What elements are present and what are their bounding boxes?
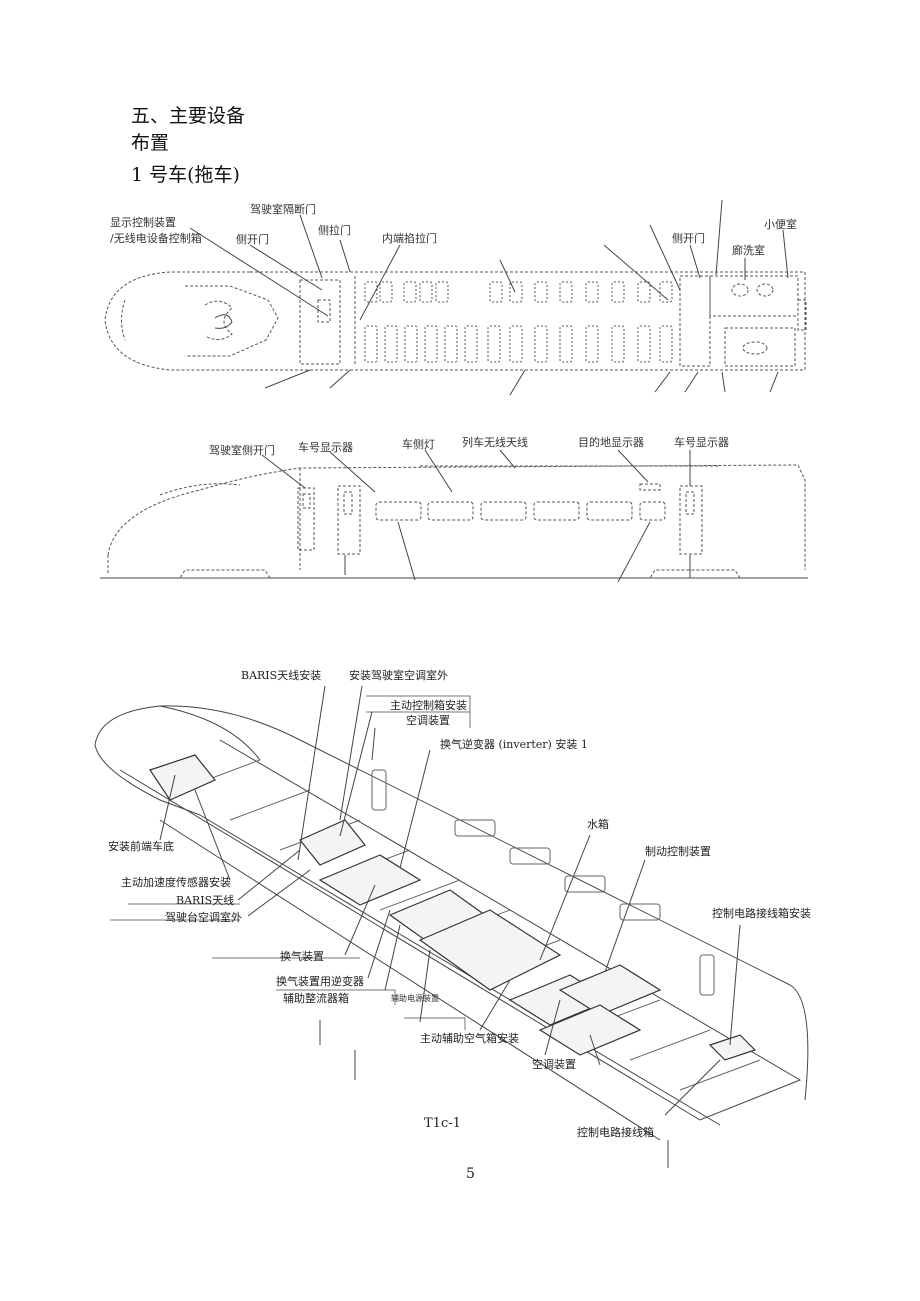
label-ac-unit-top: 空调装置	[406, 714, 450, 727]
label-accel-sensor: 主动加速度传感器安装	[121, 876, 231, 889]
iso-equipment	[149, 754, 757, 1061]
label-main-control-box-install: 主动控制箱安装	[390, 699, 467, 712]
label-destination-display: 目的地显示器	[578, 436, 644, 449]
car-heading: 1 号车(拖车)	[131, 164, 240, 186]
label-vent-inverter: 换气装置用逆变器	[276, 975, 364, 988]
label-cab-partition-door: 驾驶室隔断门	[250, 203, 316, 216]
label-baris-antenna: BARIS天线	[176, 894, 235, 907]
label-vent-inverter-install: 换气逆变器 (inverter) 安装 1	[440, 738, 588, 751]
label-baris-antenna-install: BARIS天线安装	[241, 669, 322, 682]
section-heading-continued: 布置	[131, 132, 170, 154]
figure-caption: T1c-1	[424, 1116, 461, 1131]
label-main-aux-air-box: 主动辅助空气箱安装	[420, 1032, 519, 1045]
seat-rows-lower	[364, 325, 673, 363]
label-car-number-display-2: 车号显示器	[674, 436, 729, 449]
label-side-light: 车侧灯	[402, 438, 435, 451]
label-front-underframe: 安装前端车底	[108, 840, 174, 853]
section-heading: 五、主要设备	[131, 105, 246, 127]
label-vent-unit: 换气装置	[280, 950, 324, 963]
label-inner-slide-door: 内端掐拉门	[382, 232, 437, 245]
label-water-tank: 水箱	[587, 818, 609, 831]
label-ctrl-circuit-box-install: 控制电路接线箱安装	[712, 907, 811, 920]
label-washroom: 廊洗室	[732, 244, 765, 257]
label-side-door-right: 侧开门	[672, 232, 705, 245]
label-train-radio-antenna: 列车无线天线	[462, 436, 528, 449]
label-car-number-display-1: 车号显示器	[298, 441, 353, 454]
label-side-slide-door: 侧拉门	[318, 224, 351, 237]
label-brake-control: 制动控制装置	[645, 845, 711, 858]
label-cab-side-door: 驾驶室侧开门	[209, 444, 275, 457]
label-cab-ac-outdoor: 驾驶台空调室外	[165, 911, 242, 924]
label-aux-rectifier: 辅助整流器箱	[283, 992, 349, 1005]
page-number: 5	[466, 1166, 475, 1182]
label-urinal: 小便室	[764, 218, 797, 231]
iso-windows	[371, 769, 715, 996]
label-cab-ac-outdoor-install: 安装驾驶室空调室外	[349, 669, 448, 682]
label-display-control: 显示控制装置	[110, 216, 176, 229]
label-aux-power: 辅助电源装置	[391, 994, 439, 1003]
label-side-door-left: 侧开门	[236, 233, 269, 246]
label-ctrl-circuit-box: 控制电路接线箱	[577, 1126, 654, 1139]
label-ac-unit-bottom: 空调装置	[532, 1058, 576, 1071]
seat-rows-upper	[364, 281, 673, 303]
label-radio-control-box: /无线电设备控制箱	[110, 232, 202, 245]
